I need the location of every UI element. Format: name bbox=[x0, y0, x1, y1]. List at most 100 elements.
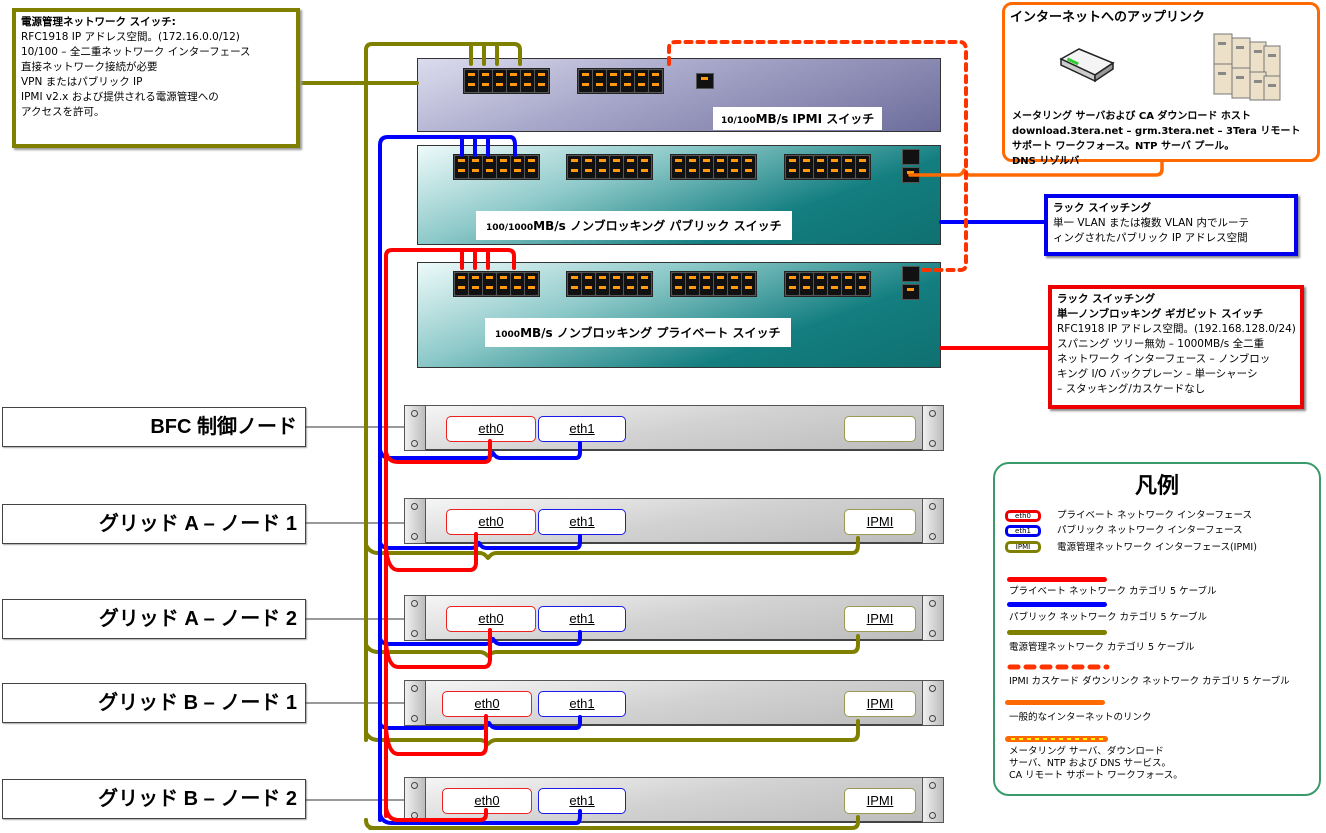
ethernet-port-icon bbox=[483, 156, 496, 178]
legend-cascade-cable-text: IPMI カスケード ダウンリンク ネットワーク カテゴリ 5 ケーブル bbox=[1009, 676, 1290, 687]
ethernet-port-icon bbox=[497, 273, 510, 295]
rack-ear bbox=[922, 680, 944, 726]
port-group bbox=[784, 271, 871, 297]
ethernet-port-icon bbox=[624, 156, 637, 178]
legend-eth1-pill: eth1 bbox=[1005, 525, 1041, 537]
server-node-grid-b-1: eth0 eth1 IPMI bbox=[404, 680, 944, 726]
server-chassis: eth0 eth1 bbox=[426, 405, 922, 451]
ethernet-port-icon bbox=[686, 273, 699, 295]
legend-private-cable-swatch bbox=[1007, 577, 1107, 582]
port-group bbox=[784, 154, 871, 180]
ethernet-port-icon bbox=[828, 156, 841, 178]
public-note-title: ラック スイッチング bbox=[1053, 202, 1152, 214]
ethernet-port-icon bbox=[672, 273, 685, 295]
legend-public-cable-swatch bbox=[1007, 602, 1107, 607]
power-note-line: 10/100 – 全二重ネットワーク インターフェース bbox=[21, 46, 251, 58]
ethernet-port-icon bbox=[728, 156, 741, 178]
ethernet-port-icon bbox=[842, 156, 855, 178]
legend-eth0-text: プライベート ネットワーク インターフェース bbox=[1057, 510, 1252, 521]
ethernet-port-icon bbox=[525, 273, 538, 295]
ethernet-port-icon bbox=[742, 156, 755, 178]
port-group bbox=[670, 271, 757, 297]
server-chassis: eth0 eth1 IPMI bbox=[426, 498, 922, 544]
ethernet-port-icon bbox=[507, 70, 520, 92]
internet-uplink-note: インターネットへのアップリンク メータリング サーバおよび CA ダウンロード … bbox=[1002, 2, 1320, 167]
ipmi-switch-label: 10/100MB/s IPMI スイッチ bbox=[713, 107, 883, 130]
legend-internet-link-swatch bbox=[1005, 700, 1105, 705]
eth0-port[interactable]: eth0 bbox=[442, 788, 532, 814]
ethernet-port-icon bbox=[700, 273, 713, 295]
legend-ipmi-text: 電源管理ネットワーク インターフェース(IPMI) bbox=[1057, 542, 1257, 553]
legend-public-cable-text: パブリック ネットワーク カテゴリ 5 ケーブル bbox=[1009, 612, 1208, 623]
rack-ear bbox=[404, 595, 426, 641]
private-switch: 1000MB/s ノンブロッキング プライベート スイッチ bbox=[417, 262, 941, 368]
legend-power-cable-swatch bbox=[1007, 630, 1107, 635]
public-switch: 100/1000MB/s ノンブロッキング パブリック スイッチ bbox=[417, 145, 941, 245]
server-chassis: eth0 eth1 IPMI bbox=[426, 680, 922, 726]
ethernet-port-icon bbox=[493, 70, 506, 92]
rack-ear bbox=[404, 680, 426, 726]
port-group bbox=[577, 68, 664, 94]
power-note-line: RFC1918 IP アドレス空間。(172.16.0.0/12) bbox=[21, 31, 240, 43]
private-switching-note: ラック スイッチング 単一ノンブロッキング ギガビット スイッチ RFC1918… bbox=[1048, 285, 1304, 409]
node-label-grid-b-1: グリッド B – ノード 1 bbox=[2, 683, 306, 723]
ethernet-port-icon bbox=[511, 156, 524, 178]
power-note-line: アクセスを許可。 bbox=[21, 106, 105, 118]
ethernet-port-icon bbox=[700, 156, 713, 178]
uplink-port-icon bbox=[902, 167, 920, 183]
eth1-port[interactable]: eth1 bbox=[538, 691, 626, 717]
eth0-port[interactable]: eth0 bbox=[446, 416, 536, 442]
ethernet-port-icon bbox=[593, 70, 606, 92]
legend-services-line: メータリング サーバ、ダウンロード bbox=[1009, 746, 1164, 757]
ipmi-port[interactable]: IPMI bbox=[844, 691, 916, 717]
eth0-port[interactable]: eth0 bbox=[442, 691, 532, 717]
ipmi-port[interactable] bbox=[844, 416, 916, 442]
ethernet-port-icon bbox=[800, 273, 813, 295]
port-group bbox=[566, 271, 653, 297]
private-note-title: ラック スイッチング bbox=[1057, 293, 1156, 305]
ethernet-port-icon bbox=[469, 273, 482, 295]
server-chassis: eth0 eth1 IPMI bbox=[426, 777, 922, 823]
internet-note-title: インターネットへのアップリンク bbox=[1010, 10, 1206, 25]
legend-panel: 凡例 eth0 プライベート ネットワーク インターフェース eth1 パブリッ… bbox=[993, 462, 1321, 796]
legend-eth0-pill: eth0 bbox=[1005, 510, 1041, 522]
public-note-line: ィングされたパブリック IP アドレス空間 bbox=[1053, 232, 1248, 244]
ethernet-port-icon bbox=[742, 273, 755, 295]
server-chassis: eth0 eth1 IPMI bbox=[426, 595, 922, 641]
ethernet-port-icon bbox=[786, 273, 799, 295]
rack-ear bbox=[404, 405, 426, 451]
ethernet-port-icon bbox=[568, 273, 581, 295]
legend-services-link-swatch bbox=[1005, 736, 1108, 742]
uplink-port-icon bbox=[696, 73, 714, 89]
legend-eth1-text: パブリック ネットワーク インターフェース bbox=[1057, 525, 1243, 536]
ethernet-port-icon bbox=[465, 70, 478, 92]
ipmi-port[interactable]: IPMI bbox=[844, 788, 916, 814]
ethernet-port-icon bbox=[469, 156, 482, 178]
ethernet-port-icon bbox=[596, 273, 609, 295]
rack-ear bbox=[404, 498, 426, 544]
ethernet-port-icon bbox=[624, 273, 637, 295]
eth1-port[interactable]: eth1 bbox=[538, 788, 626, 814]
server-node-grid-b-2: eth0 eth1 IPMI bbox=[404, 777, 944, 823]
ipmi-port[interactable]: IPMI bbox=[844, 606, 916, 632]
rack-ear bbox=[922, 498, 944, 544]
power-note-title: 電源管理ネットワーク スイッチ: bbox=[21, 16, 176, 28]
eth1-port[interactable]: eth1 bbox=[538, 416, 626, 442]
legend-title: 凡例 bbox=[1134, 474, 1179, 499]
legend-ipmi-pill: IPMI bbox=[1005, 541, 1041, 553]
ethernet-port-icon bbox=[610, 156, 623, 178]
eth1-port[interactable]: eth1 bbox=[538, 509, 626, 535]
ethernet-port-icon bbox=[607, 70, 620, 92]
port-group bbox=[453, 271, 540, 297]
eth0-port[interactable]: eth0 bbox=[446, 606, 536, 632]
router-icon bbox=[1059, 48, 1115, 83]
rack-ear bbox=[922, 405, 944, 451]
eth1-port[interactable]: eth1 bbox=[538, 606, 626, 632]
legend-cascade-cable-swatch bbox=[1007, 664, 1110, 670]
server-node-bfc: eth0 eth1 bbox=[404, 405, 944, 451]
node-label-grid-a-1: グリッド A – ノード 1 bbox=[2, 504, 306, 544]
ethernet-port-icon bbox=[814, 156, 827, 178]
eth0-port[interactable]: eth0 bbox=[446, 509, 536, 535]
ethernet-port-icon bbox=[525, 156, 538, 178]
ipmi-port[interactable]: IPMI bbox=[844, 509, 916, 535]
